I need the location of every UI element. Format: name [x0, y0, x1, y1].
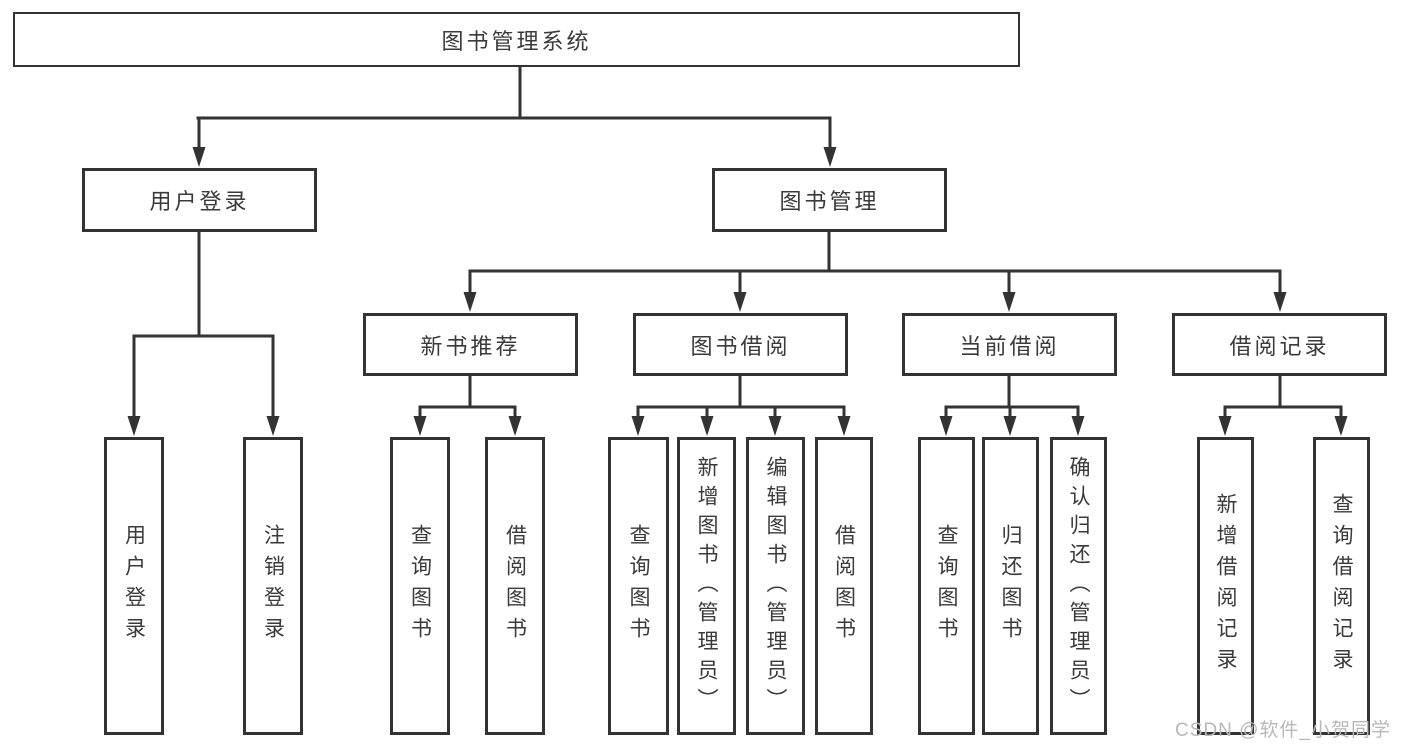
leaf-search-borrow-record-label: 查询借阅记录 — [1330, 493, 1353, 679]
leaf-search-current-borrow-label: 查询图书 — [935, 524, 958, 648]
leaf-borrow-book-recommend: 借阅图书 — [485, 437, 545, 735]
arrowhead-down — [413, 416, 427, 436]
leaf-confirm-return-admin-label: 确认归还（管理员） — [1067, 455, 1090, 717]
node-current-borrowing-label: 当前借阅 — [959, 333, 1060, 359]
node-borrowing-records-label: 借阅记录 — [1229, 333, 1330, 359]
leaf-borrow-book-label: 借阅图书 — [832, 524, 856, 648]
leaf-add-book-admin-label: 新增图书（管理员） — [695, 455, 718, 717]
leaf-borrow-book: 借阅图书 — [815, 437, 873, 735]
node-user-login: 用户登录 — [82, 168, 317, 232]
arrowhead-down — [1003, 416, 1017, 436]
node-new-book-recommend-label: 新书推荐 — [420, 333, 521, 359]
node-new-book-recommend: 新书推荐 — [363, 313, 578, 376]
node-root-label: 图书管理系统 — [441, 28, 592, 54]
arrowhead-down — [1218, 416, 1232, 436]
node-book-management: 图书管理 — [712, 168, 947, 232]
arrowhead-down — [837, 416, 851, 436]
leaf-confirm-return-admin: 确认归还（管理员） — [1050, 437, 1107, 735]
arrowhead-down — [1071, 416, 1085, 436]
node-borrowing-records: 借阅记录 — [1172, 313, 1387, 376]
arrowhead-down — [127, 416, 141, 436]
leaf-search-current-borrow: 查询图书 — [918, 437, 975, 735]
leaf-add-borrow-record: 新增借阅记录 — [1197, 437, 1254, 735]
leaf-return-book-label: 归还图书 — [999, 524, 1022, 648]
node-book-borrowing: 图书借阅 — [633, 313, 848, 376]
node-current-borrowing: 当前借阅 — [902, 313, 1117, 376]
arrowhead-down — [823, 147, 837, 167]
arrowhead-down — [631, 416, 645, 436]
leaf-search-book-recommend-label: 查询图书 — [408, 524, 432, 648]
arrowhead-down — [192, 147, 206, 167]
leaf-user-login-label: 用户登录 — [122, 524, 146, 648]
arrowhead-down — [1334, 416, 1348, 436]
arrowhead-down — [939, 416, 953, 436]
node-user-login-label: 用户登录 — [149, 189, 250, 214]
leaf-logout: 注销登录 — [243, 437, 303, 735]
arrowhead-down — [733, 292, 747, 312]
leaf-add-book-admin: 新增图书（管理员） — [677, 437, 736, 735]
leaf-logout-label: 注销登录 — [261, 524, 285, 648]
arrowhead-down — [1002, 292, 1016, 312]
node-root: 图书管理系统 — [13, 12, 1020, 67]
leaf-add-borrow-record-label: 新增借阅记录 — [1214, 493, 1237, 679]
leaf-search-book-recommend: 查询图书 — [390, 437, 450, 735]
leaf-search-book-label: 查询图书 — [627, 524, 650, 648]
leaf-user-login: 用户登录 — [104, 437, 164, 735]
arrowhead-down — [508, 416, 522, 436]
leaf-borrow-book-recommend-label: 借阅图书 — [503, 524, 527, 648]
arrowhead-down — [266, 416, 280, 436]
arrowhead-down — [463, 292, 477, 312]
leaf-search-book: 查询图书 — [608, 437, 669, 735]
node-book-management-label: 图书管理 — [779, 189, 880, 214]
leaf-return-book: 归还图书 — [982, 437, 1039, 735]
leaf-edit-book-admin-label: 编辑图书（管理员） — [764, 455, 787, 717]
node-book-borrowing-label: 图书借阅 — [690, 333, 791, 359]
leaf-edit-book-admin: 编辑图书（管理员） — [746, 437, 805, 735]
leaf-search-borrow-record: 查询借阅记录 — [1313, 437, 1370, 735]
arrowhead-down — [700, 416, 714, 436]
arrowhead-down — [1273, 292, 1287, 312]
arrowhead-down — [768, 416, 782, 436]
